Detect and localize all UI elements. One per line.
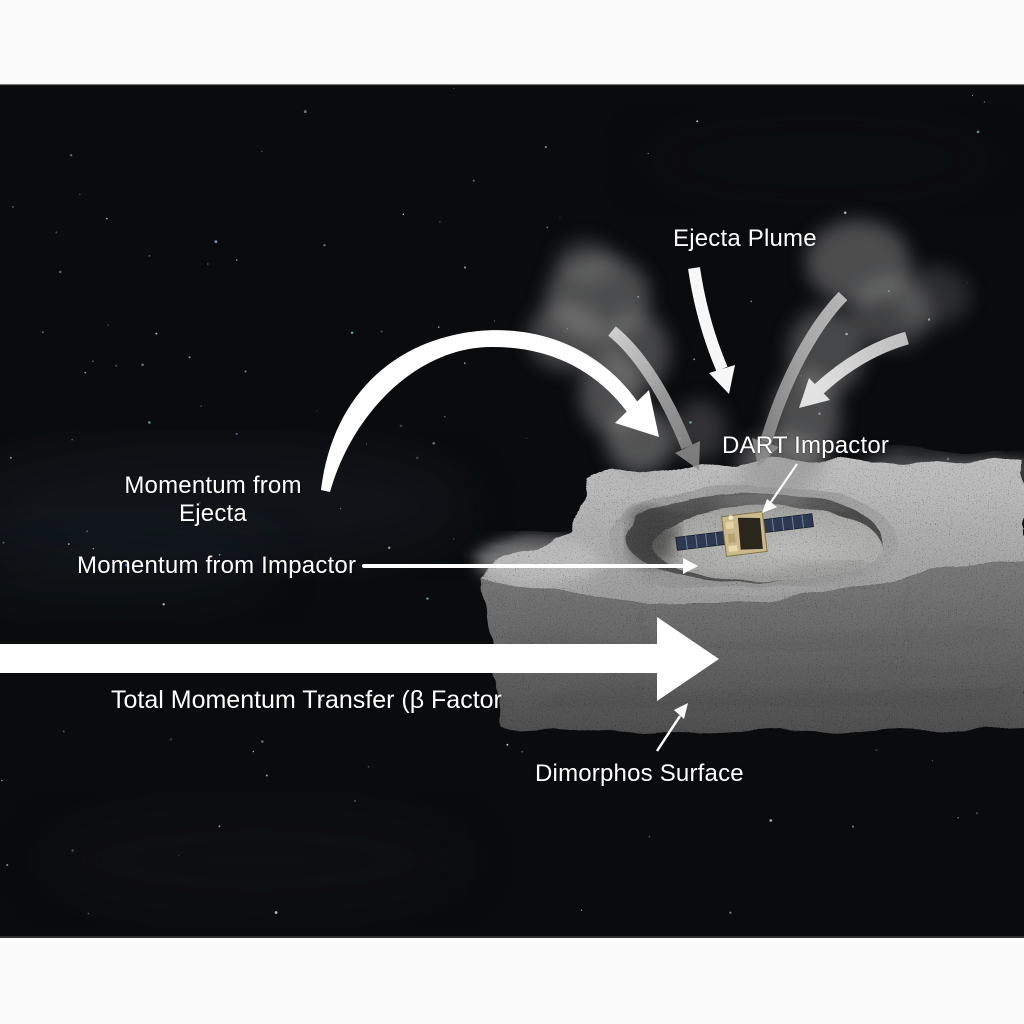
star-field: [1, 87, 1014, 915]
plume-arrow-mid-right-gray: [752, 291, 848, 467]
momentum-from-impactor-arrow: [362, 558, 698, 574]
plume-arrow-left-gray: [608, 326, 700, 470]
label-dart-impactor: DART Impactor: [722, 432, 890, 459]
label-momentum-from-ejecta-line1: Momentum from: [124, 472, 302, 499]
dart-impactor-pointer: [762, 463, 798, 513]
label-momentum-from-ejecta: Momentum from Ejecta: [93, 472, 333, 528]
label-total-momentum-transfer: Total Momentum Transfer (β Factor: [111, 686, 502, 714]
ejecta-plume-arrows-gray: [608, 291, 909, 470]
total-momentum-transfer-arrow: [0, 617, 719, 701]
bottom-band-edge: [0, 936, 1024, 938]
nebula-haze: [0, 115, 1000, 915]
label-dimorphos-surface: Dimorphos Surface: [535, 760, 744, 787]
ejecta-plume-arrow-white-down: [688, 267, 735, 394]
label-ejecta-plume: Ejecta Plume: [673, 225, 817, 252]
top-band-edge: [0, 84, 1024, 86]
momentum-from-ejecta-arrow: [321, 330, 659, 492]
dimorphos-surface-pointer: [655, 703, 688, 752]
white-arrows: [0, 267, 735, 701]
plume-arrow-right-light: [799, 331, 909, 408]
label-momentum-from-impactor: Momentum from Impactor: [77, 552, 357, 579]
dart-spacecraft: [675, 511, 814, 557]
label-momentum-from-ejecta-line2: Ejecta: [179, 500, 247, 527]
pointer-lines: [655, 463, 798, 752]
